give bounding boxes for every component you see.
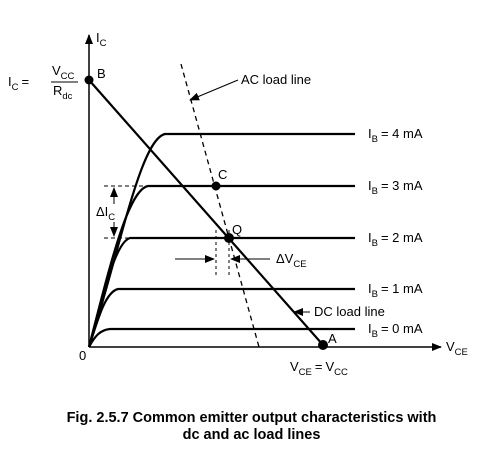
ib-curves	[87, 132, 355, 348]
label-ib-3ma: IB= 3 mA	[368, 178, 423, 197]
point-b-label: B	[97, 66, 106, 81]
svg-text:IC=: IC=	[8, 74, 29, 93]
delta-vce-dimension: ΔVCE	[175, 230, 307, 276]
origin-label: 0	[79, 348, 86, 363]
figure-caption: Fig. 2.5.7 Common emitter output charact…	[0, 410, 503, 444]
delta-vce-label: ΔVCE	[276, 251, 307, 270]
point-q-label: Q	[232, 222, 242, 237]
x-axis-label: VCE	[446, 339, 468, 358]
label-ib-1ma: IB= 1 mA	[368, 281, 423, 300]
point-a-label: A	[328, 331, 337, 346]
curve-ib-3ma	[87, 184, 355, 348]
svg-text:Rdc: Rdc	[53, 83, 73, 102]
curve-ib-0ma	[88, 327, 355, 348]
caption-line-2: dc and ac load lines	[182, 427, 321, 443]
curve-ib-4ma	[87, 132, 355, 348]
dc-load-line-label: DC load line	[314, 304, 385, 319]
point-c-label: C	[218, 167, 227, 182]
vce-intercept-formula: VCE=VCC	[290, 359, 348, 378]
ac-load-line-label: AC load line	[241, 72, 311, 87]
y-axis-label: IC	[96, 30, 107, 49]
point-a	[318, 340, 328, 350]
ic-intercept-formula: IC= VCC Rdc	[8, 63, 78, 102]
svg-text:VCC: VCC	[52, 63, 75, 82]
dc-load-line	[88, 79, 324, 346]
label-ib-0ma: IB= 0 mA	[368, 321, 423, 340]
point-b	[84, 75, 94, 85]
delta-ic-label: ΔIC	[96, 204, 115, 223]
ac-load-line	[180, 63, 260, 348]
caption-line-1: Fig. 2.5.7 Common emitter output charact…	[66, 410, 437, 426]
curve-ib-1ma	[87, 287, 355, 348]
ac-load-line-pointer	[189, 79, 239, 101]
label-ib-2ma: IB= 2 mA	[368, 230, 423, 249]
delta-ic-dimension: ΔIC	[96, 185, 148, 239]
point-c	[211, 181, 221, 191]
curve-ib-2ma	[87, 236, 355, 348]
label-ib-4ma: IB= 4 mA	[368, 126, 423, 145]
